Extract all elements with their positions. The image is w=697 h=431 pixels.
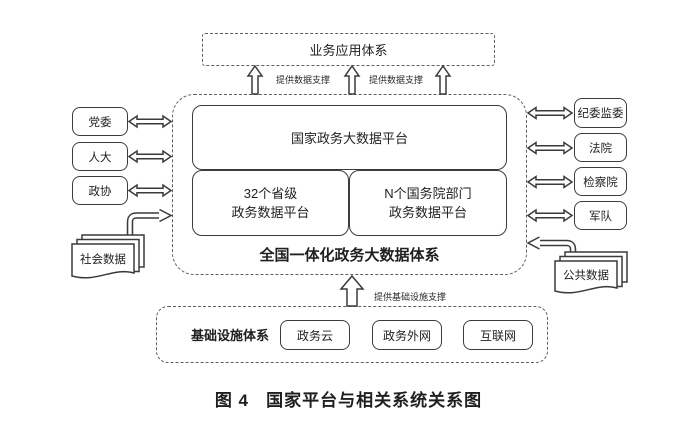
infra-item-internet: 互联网	[463, 320, 533, 350]
provincial-platform-line1: 32个省级	[243, 186, 298, 201]
right-entity-procuratorate: 检察院	[574, 167, 627, 196]
right-entity-court: 法院	[574, 133, 627, 162]
right-entity-label: 军队	[589, 210, 612, 223]
double-arrow-icon	[526, 141, 574, 155]
left-entity-label: 党委	[88, 116, 112, 129]
provincial-platform-box: 32个省级 政务数据平台	[192, 170, 349, 236]
right-entity-military: 军队	[574, 201, 627, 230]
left-entity-peoples-congress: 人大	[72, 142, 128, 171]
left-entity-label: 政协	[88, 185, 112, 198]
up-arrow-icon	[246, 64, 264, 95]
right-entity-label: 法院	[589, 142, 612, 155]
right-entity-discipline-commission: 纪委监委	[574, 98, 627, 128]
infra-item-label: 政务外网	[382, 328, 431, 343]
ministry-platform-label: N个国务院部门 政务数据平台	[384, 184, 471, 222]
public-data-label: 公共数据	[563, 270, 609, 282]
up-arrow-icon	[434, 64, 452, 95]
double-arrow-icon	[127, 183, 173, 198]
up-arrow-icon	[339, 274, 365, 307]
provincial-platform-label: 32个省级 政务数据平台	[231, 184, 309, 222]
elbow-arrow-social-data	[126, 208, 173, 244]
business-application-label: 业务应用体系	[309, 43, 388, 58]
right-entity-label: 纪委监委	[577, 108, 624, 120]
up-arrow-icon	[343, 64, 361, 95]
main-system-title: 全国一体化政务大数据体系	[259, 246, 440, 264]
elbow-arrow-public-data	[526, 236, 577, 261]
national-platform-box: 国家政务大数据平台	[192, 105, 507, 170]
data-support-label-left: 提供数据支撑	[276, 75, 331, 85]
ministry-platform-line2: 政务数据平台	[388, 205, 467, 220]
infra-item-government-extranet: 政务外网	[372, 320, 442, 350]
infrastructure-label: 基础设施体系	[190, 328, 269, 343]
infra-item-label: 政务云	[296, 328, 333, 343]
right-entity-label: 检察院	[583, 176, 618, 189]
double-arrow-icon	[127, 149, 173, 164]
provincial-platform-line2: 政务数据平台	[231, 205, 310, 220]
ministry-platform-box: N个国务院部门 政务数据平台	[349, 170, 507, 236]
double-arrow-icon	[526, 208, 574, 223]
double-arrow-icon	[127, 114, 173, 129]
figure-caption: 图 4 国家平台与相关系统关系图	[214, 390, 483, 410]
infra-item-government-cloud: 政务云	[280, 320, 350, 350]
national-platform-label: 国家政务大数据平台	[290, 131, 408, 146]
double-arrow-icon	[526, 175, 574, 189]
social-data-label: 社会数据	[80, 254, 126, 266]
double-arrow-icon	[526, 106, 574, 120]
ministry-platform-line1: N个国务院部门	[384, 186, 472, 201]
left-entity-label: 人大	[88, 151, 112, 164]
infra-support-label: 提供基础设施支撑	[374, 292, 447, 302]
data-support-label-right: 提供数据支撑	[369, 75, 424, 85]
left-entity-cppcc: 政协	[72, 176, 128, 205]
business-application-container	[202, 33, 495, 66]
left-entity-party-committee: 党委	[72, 107, 128, 136]
infra-item-label: 互联网	[479, 328, 516, 343]
